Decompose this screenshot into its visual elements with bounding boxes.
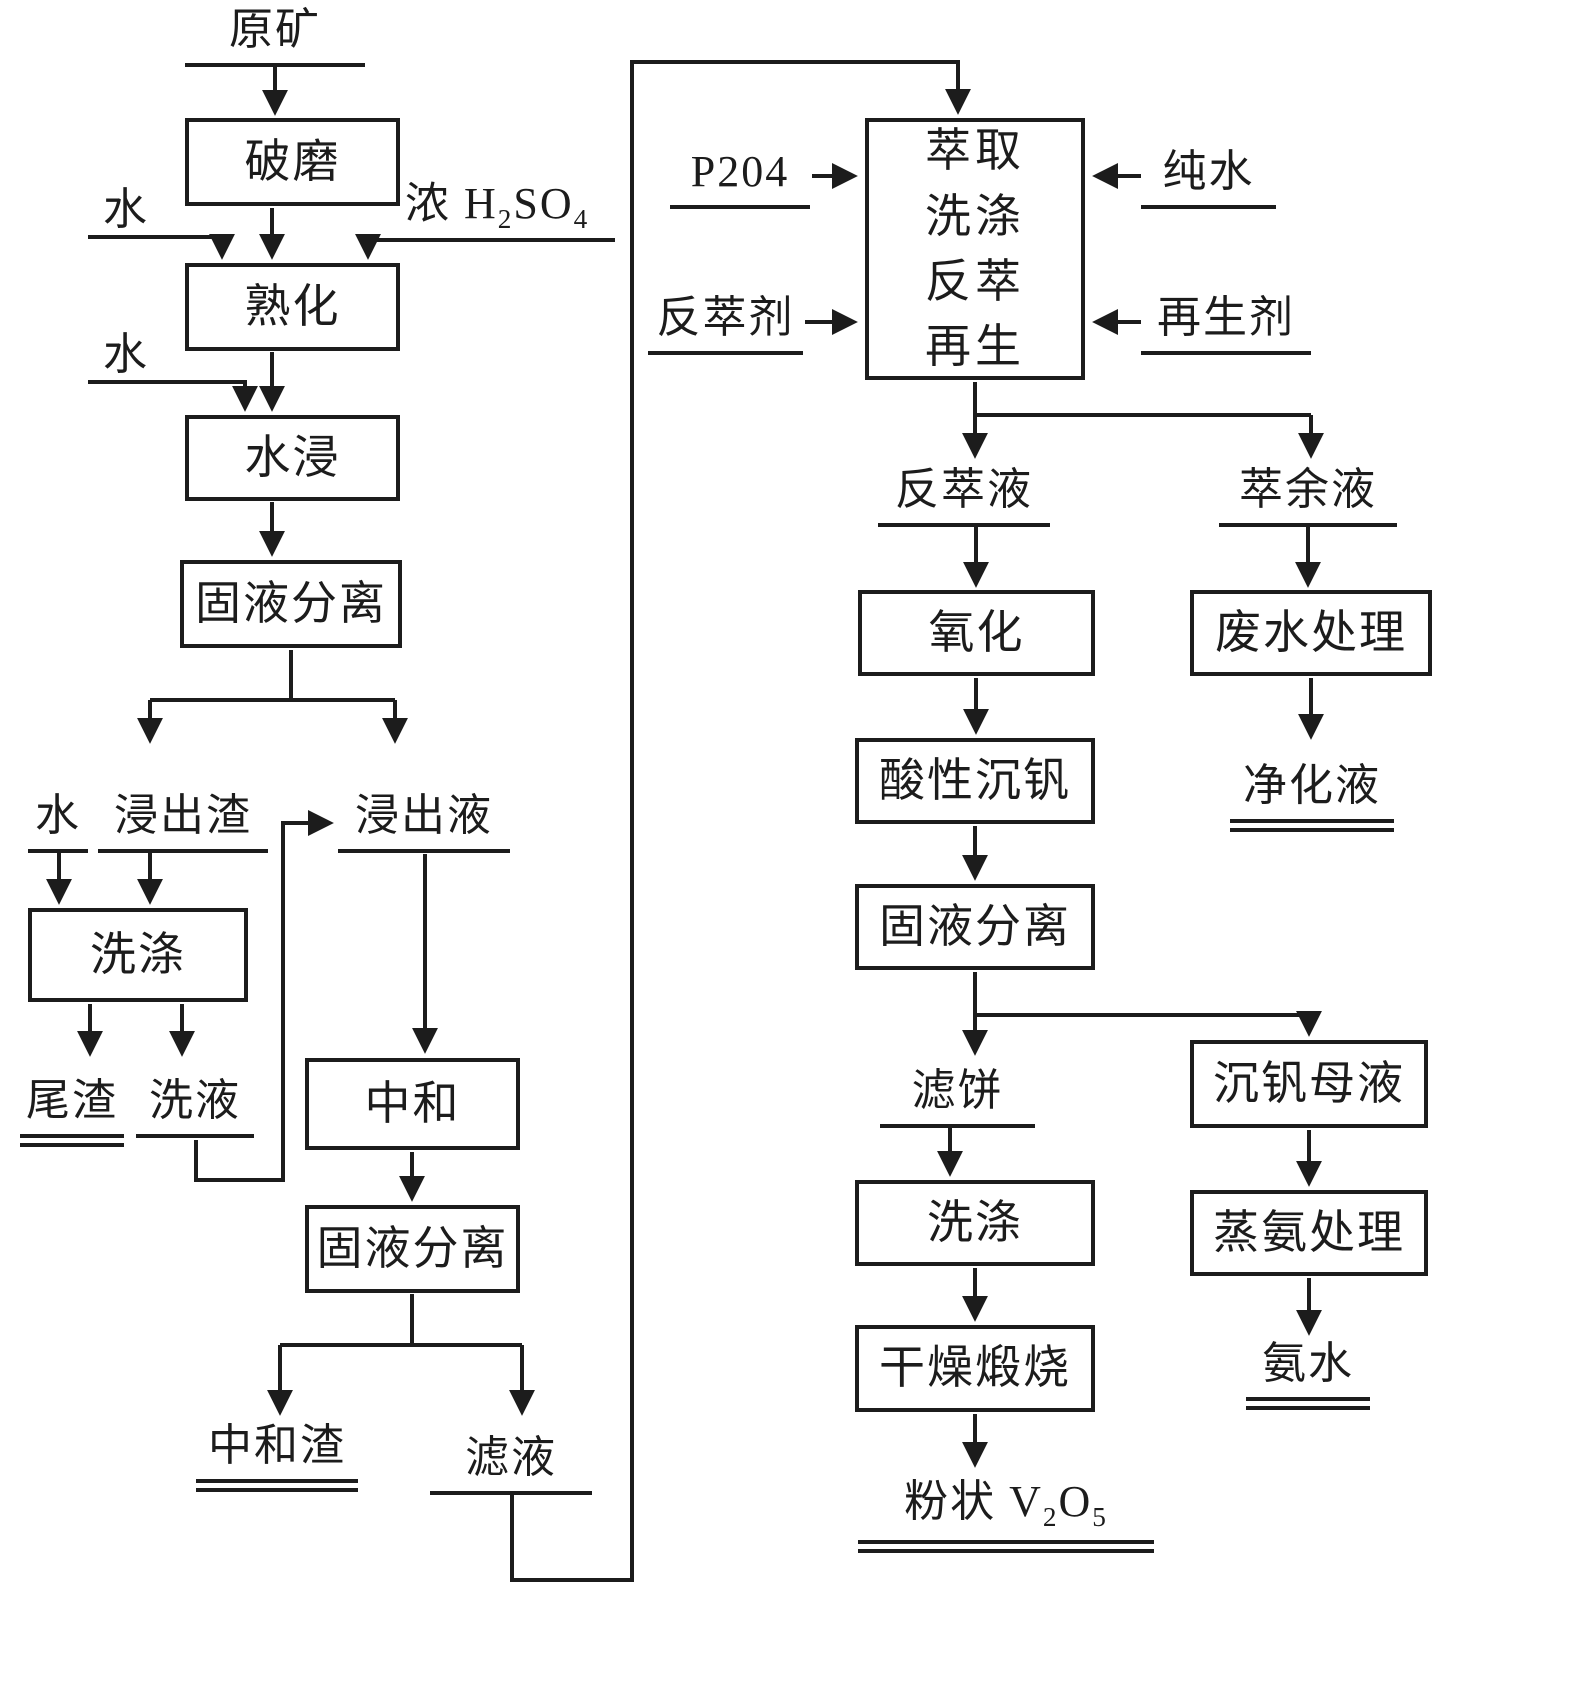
extraction-line-3: 反萃 xyxy=(925,256,1025,307)
label-wash-liquor: 洗液 xyxy=(136,1075,254,1138)
label-tailings: 尾渣 xyxy=(20,1075,124,1147)
process-box-water-leaching: 水浸 xyxy=(185,415,400,501)
conc-h2so4-text: 浓 H xyxy=(405,179,498,228)
label-v2o5-powder: 粉状 V2O5 xyxy=(858,1476,1154,1553)
v2o5-text2: O xyxy=(1058,1477,1093,1526)
extraction-line-2: 洗涤 xyxy=(925,190,1025,242)
v2o5-text: 粉状 V xyxy=(904,1477,1043,1526)
process-box-curing: 熟化 xyxy=(185,263,400,351)
label-water-3: 水 xyxy=(28,790,88,853)
label-raffinate: 萃余液 xyxy=(1219,464,1397,527)
conc-h2so4-sub2: 4 xyxy=(573,203,590,234)
label-stripping-liquor: 反萃液 xyxy=(878,464,1050,527)
process-box-washing-2: 洗涤 xyxy=(855,1180,1095,1266)
process-box-neutralization: 中和 xyxy=(305,1058,520,1150)
v2o5-sub1: 2 xyxy=(1042,1501,1059,1532)
process-box-ammonia-distillation: 蒸氨处理 xyxy=(1190,1190,1428,1276)
process-box-acidic-vanadium-precipitation: 酸性沉钒 xyxy=(855,738,1095,824)
process-box-extraction-stripping: 萃取 洗涤 反萃 再生 xyxy=(865,118,1085,380)
label-ammonia-water: 氨水 xyxy=(1246,1338,1370,1410)
process-box-solid-liquid-separation-2: 固液分离 xyxy=(305,1205,520,1293)
label-pure-water: 纯水 xyxy=(1141,146,1276,209)
label-leach-residue: 浸出渣 xyxy=(98,790,268,853)
process-box-oxidation: 氧化 xyxy=(858,590,1095,676)
process-box-solid-liquid-separation-3: 固液分离 xyxy=(855,884,1095,970)
label-filtrate: 滤液 xyxy=(430,1432,592,1495)
label-conc-h2so4: 浓 H2SO4 xyxy=(405,178,589,236)
label-regeneration-agent: 再生剂 xyxy=(1141,292,1311,355)
process-box-solid-liquid-separation-1: 固液分离 xyxy=(180,560,402,648)
label-leach-liquor: 浸出液 xyxy=(338,790,510,853)
label-purified-liquor: 净化液 xyxy=(1230,760,1394,832)
process-box-drying-calcination: 干燥煅烧 xyxy=(855,1325,1095,1412)
label-water-1: 水 xyxy=(103,185,149,234)
v2o5-sub2: 5 xyxy=(1092,1501,1108,1532)
conc-h2so4-text2: SO xyxy=(513,179,574,228)
extraction-line-1: 萃取 xyxy=(925,125,1025,177)
conc-h2so4-sub1: 2 xyxy=(497,203,514,234)
extraction-line-4: 再生 xyxy=(925,321,1025,373)
label-neutralization-residue: 中和渣 xyxy=(196,1420,358,1492)
process-box-crushing: 破磨 xyxy=(185,118,400,206)
label-stripping-agent: 反萃剂 xyxy=(648,292,803,355)
label-filter-cake: 滤饼 xyxy=(880,1065,1035,1128)
process-box-v-precip-mother-liquor: 沉钒母液 xyxy=(1190,1040,1428,1128)
process-box-wastewater-treatment: 废水处理 xyxy=(1190,590,1432,676)
label-raw-ore: 原矿 xyxy=(185,4,365,67)
process-box-washing-1: 洗涤 xyxy=(28,908,248,1002)
label-p204: P204 xyxy=(670,146,810,209)
label-water-2: 水 xyxy=(103,330,149,379)
